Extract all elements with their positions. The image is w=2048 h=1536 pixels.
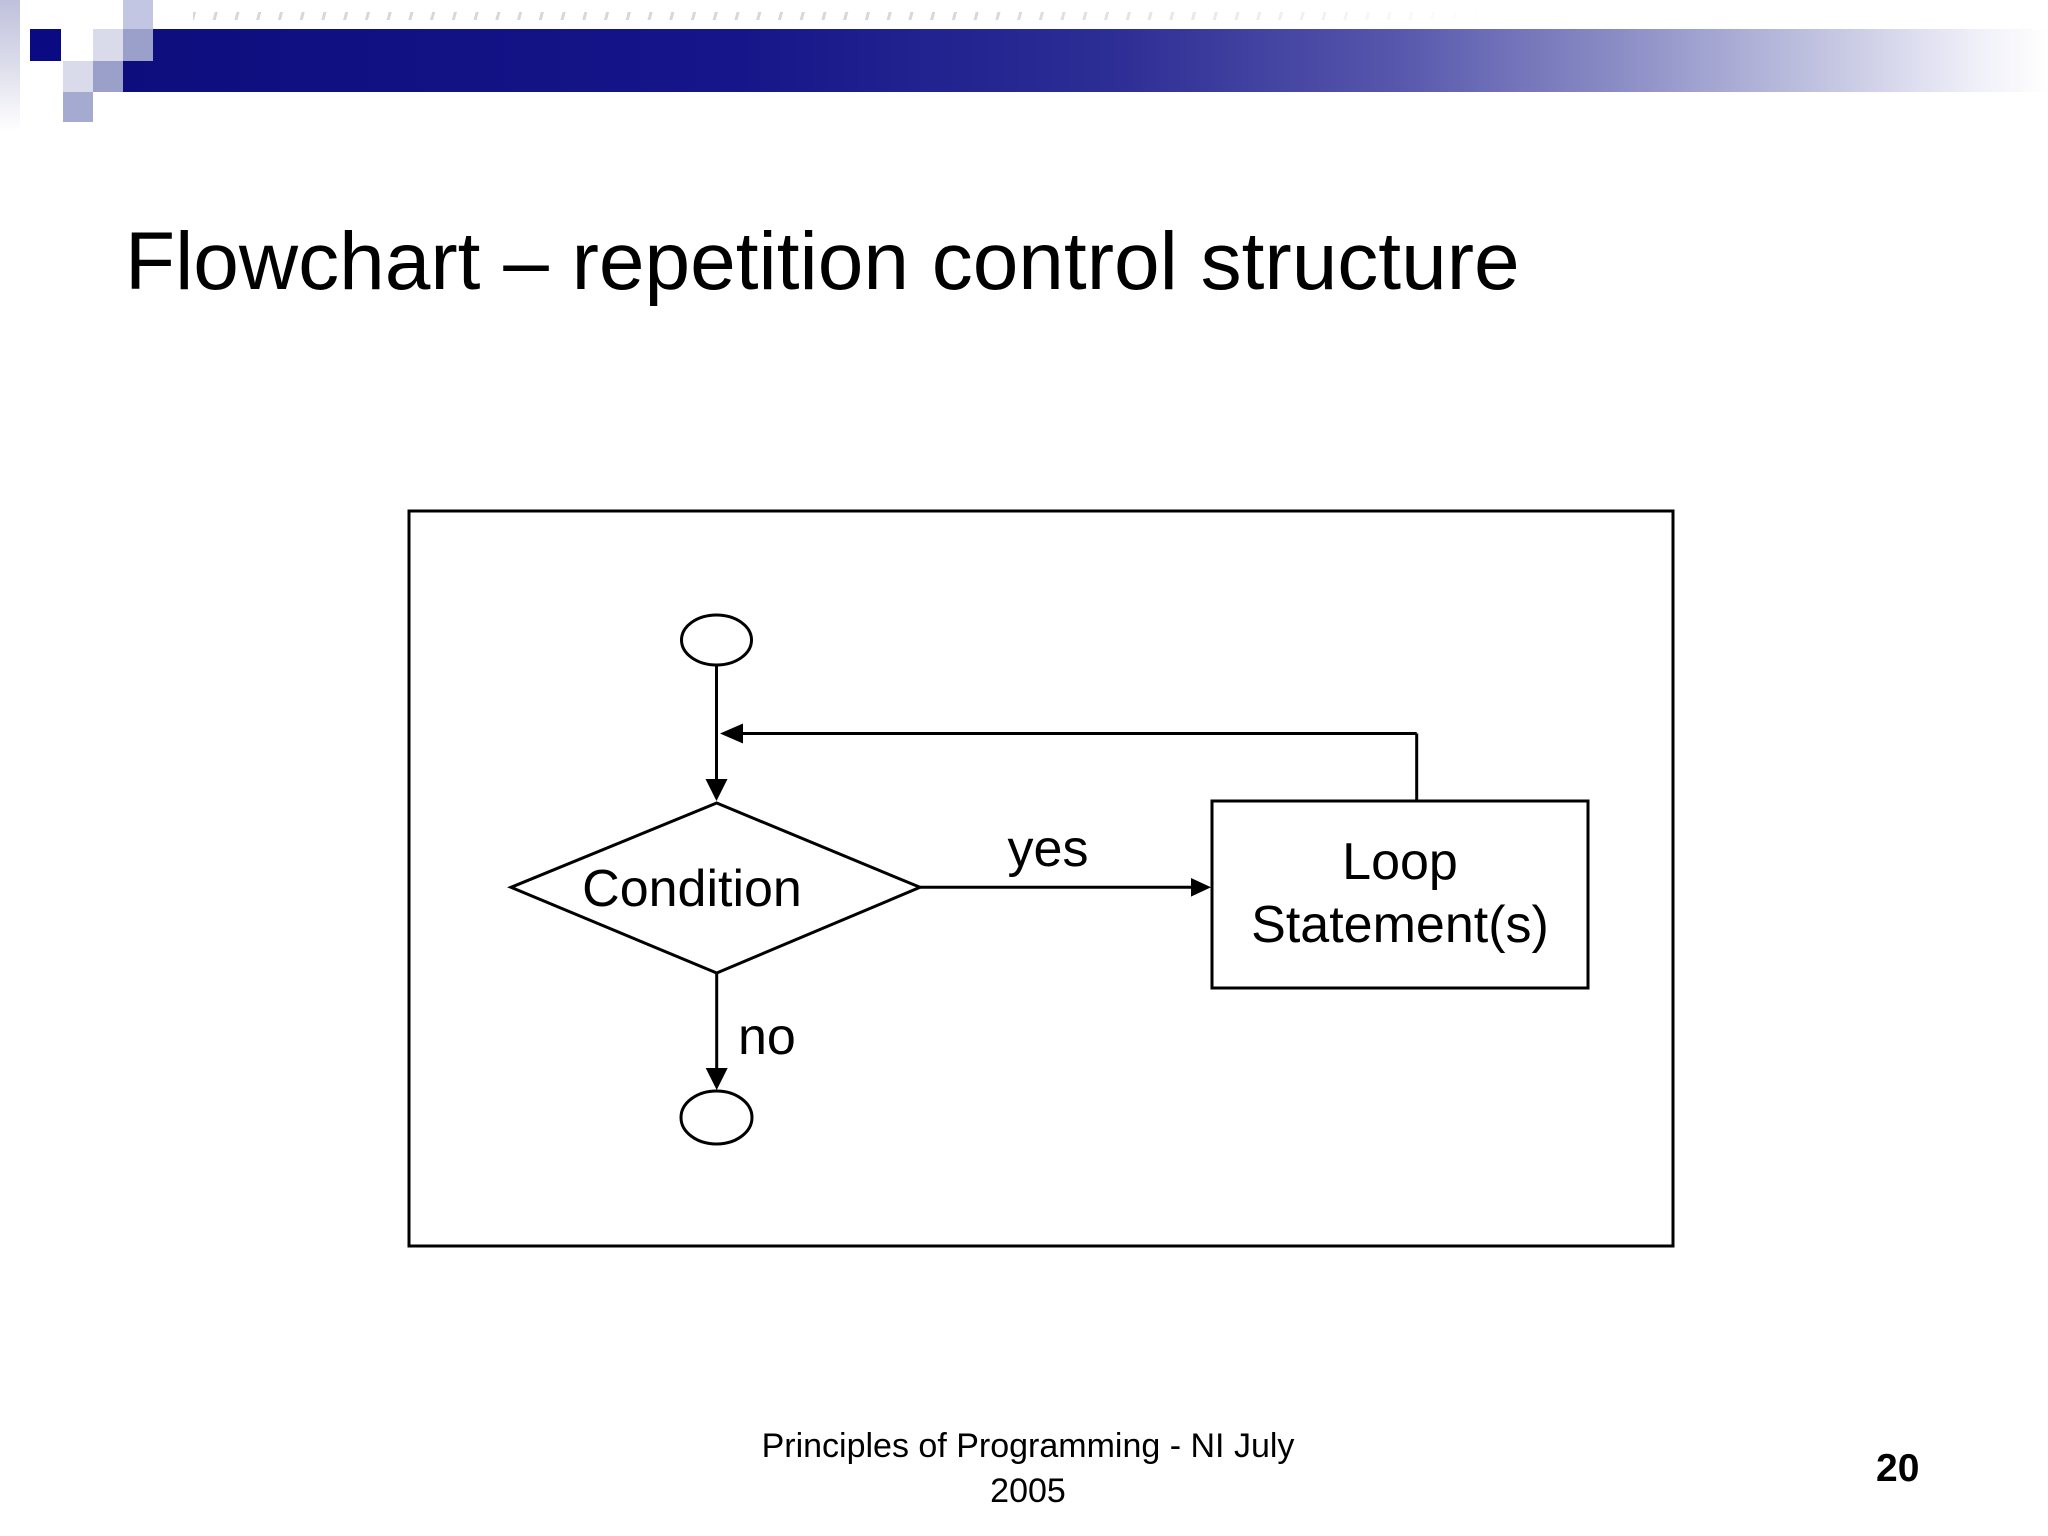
decor-square-light-1	[93, 29, 123, 61]
arrowhead-down-into-condition	[705, 779, 728, 801]
decor-square-top	[123, 0, 153, 29]
decor-square-navy	[30, 29, 61, 61]
start-terminator-oval	[680, 613, 753, 667]
condition-label: Condition	[582, 860, 802, 918]
loop-box-label-line1: Loop	[1342, 833, 1458, 891]
decor-square-medium-3	[63, 92, 93, 122]
header-gradient-bar	[123, 29, 2048, 92]
arrowhead-right-into-loop-box	[1191, 878, 1211, 897]
no-label: no	[738, 1008, 796, 1066]
decor-square-medium-2	[93, 61, 123, 92]
yes-label: yes	[1008, 820, 1089, 878]
arrowhead-left-feedback	[720, 723, 743, 744]
end-terminator-oval	[679, 1089, 754, 1146]
page-number: 20	[1876, 1447, 1920, 1490]
loop-statements-box	[1210, 799, 1590, 990]
slide-footer: Principles of Programming - NI July 2005	[628, 1424, 1428, 1514]
decor-square-light-2	[63, 61, 93, 92]
decor-square-medium-1	[123, 29, 153, 61]
header-left-gradient-strip	[0, 0, 20, 132]
flowchart-outer-frame	[407, 509, 1675, 1248]
footer-line-1: Principles of Programming - NI July	[761, 1427, 1295, 1465]
slide-title: Flowchart – repetition control structure	[125, 216, 1520, 307]
arrowhead-down-into-end-oval	[705, 1068, 728, 1090]
footer-line-2: 2005	[990, 1472, 1066, 1510]
header-dash-pattern	[193, 12, 1493, 20]
loop-box-label-line2: Statement(s)	[1251, 896, 1549, 954]
